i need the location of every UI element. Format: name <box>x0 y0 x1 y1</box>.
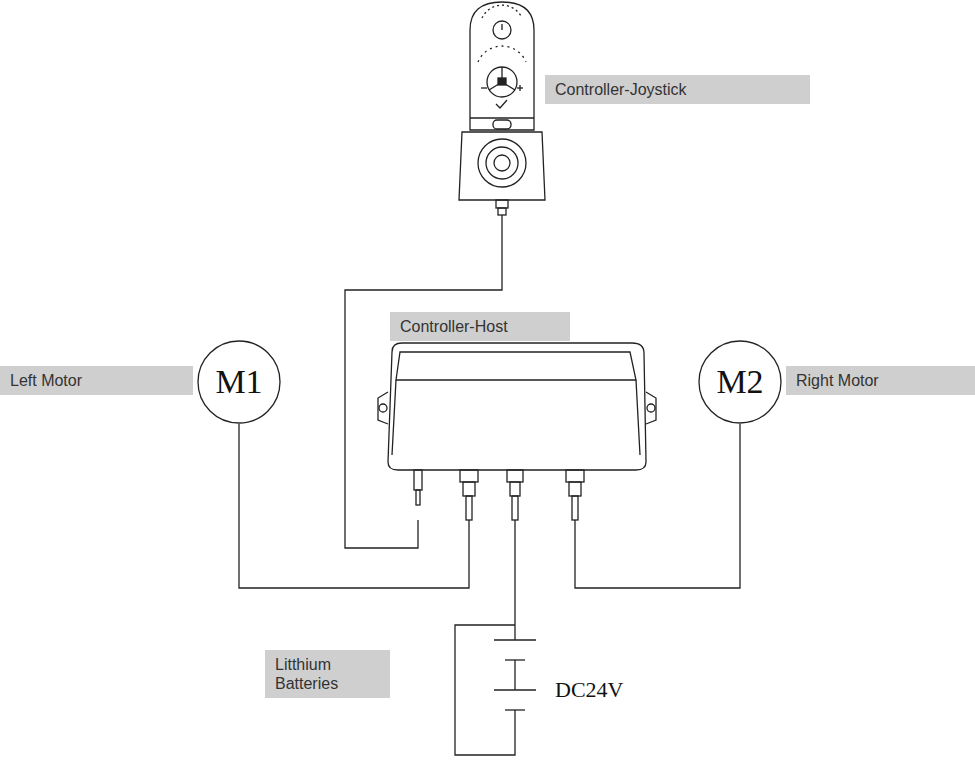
motor-circle: M1Left Motor <box>197 340 281 424</box>
wire <box>239 424 469 588</box>
part-label: Litthium Batteries <box>265 650 390 698</box>
controller-host: Controller-Host <box>385 340 650 520</box>
part-label: Controller-Host <box>390 312 570 341</box>
motor-symbol: M1 <box>215 363 262 401</box>
voltage-label: DC24V <box>555 677 623 703</box>
joystick-drawing <box>459 2 545 215</box>
battery-pack: DC24VLitthium Batteries <box>455 625 545 755</box>
host-drawing <box>378 343 656 520</box>
part-label: Right Motor <box>786 366 975 395</box>
wire <box>575 424 740 588</box>
wire <box>514 520 515 625</box>
part-label: Controller-Joystick <box>545 75 810 104</box>
joystick-unit: Controller-Joystick <box>440 0 564 215</box>
battery-drawing <box>455 625 536 755</box>
motor-symbol: M2 <box>716 363 763 401</box>
part-label: Left Motor <box>0 366 193 395</box>
motor-circle: M2Right Motor <box>698 340 782 424</box>
wire <box>345 215 502 548</box>
